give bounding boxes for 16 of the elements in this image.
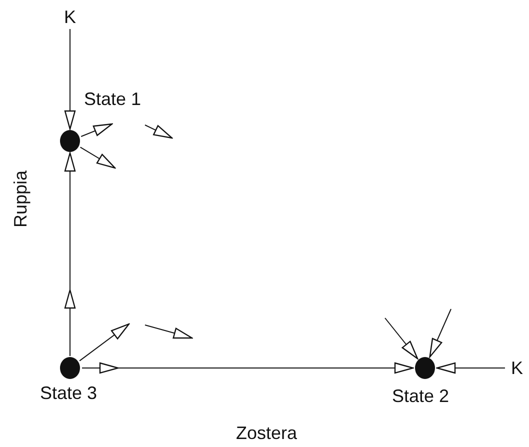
state-label: State 3 <box>40 384 98 402</box>
state-label: State 1 <box>84 90 142 108</box>
arrow <box>429 308 452 358</box>
arrow <box>79 323 130 362</box>
arrow <box>384 318 418 360</box>
arrow <box>64 152 76 356</box>
state-label: State 2 <box>392 387 450 405</box>
axis-label: Ruppia <box>12 170 30 228</box>
node-label: K <box>64 8 76 26</box>
arrow <box>64 28 76 130</box>
axis-label: Zostera <box>236 424 298 442</box>
arrow <box>80 123 113 137</box>
arrow <box>80 146 116 169</box>
node-label: K <box>511 359 524 377</box>
arrow <box>436 362 506 374</box>
arrow <box>82 362 414 374</box>
